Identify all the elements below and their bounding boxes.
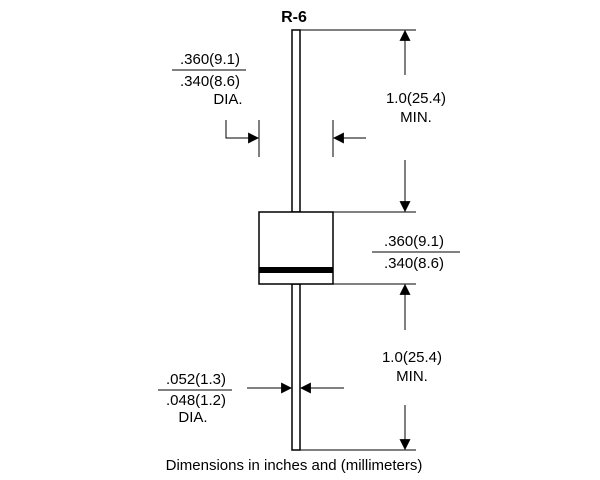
body-diameter-max: .360(9.1): [180, 51, 240, 68]
body-length-max: .360(9.1): [384, 233, 444, 250]
body-diameter-left-arrow: [225, 120, 260, 144]
lead-diameter-min: .048(1.2): [166, 392, 226, 409]
cathode-band: [259, 267, 333, 273]
body-length-min: .340(8.6): [384, 255, 444, 272]
body-diameter-note: DIA.: [213, 91, 242, 108]
dimensions-caption: Dimensions in inches and (millimeters): [166, 457, 423, 474]
top-lead: [291, 29, 301, 213]
top-lead-length-dimension: 1.0(25.4) MIN.: [386, 29, 446, 213]
bottom-lead-length-dimension: 1.0(25.4) MIN.: [382, 283, 442, 451]
bottom-lead-length-note: MIN.: [396, 368, 428, 385]
bottom-lead: [291, 283, 301, 451]
diode-component: [258, 29, 334, 451]
lead-diameter-dimension: .052(1.3) .048(1.2) DIA.: [158, 371, 344, 426]
package-title: R-6: [281, 9, 307, 26]
body-diameter-min: .340(8.6): [180, 73, 240, 90]
body-length-dimension: .360(9.1) .340(8.6): [372, 233, 460, 272]
bottom-lead-length-value: 1.0(25.4): [382, 349, 442, 366]
lead-diameter-max: .052(1.3): [166, 371, 226, 388]
top-lead-length-value: 1.0(25.4): [386, 90, 446, 107]
lead-diameter-note: DIA.: [178, 409, 207, 426]
diode-body: [258, 211, 334, 285]
top-lead-length-note: MIN.: [400, 109, 432, 126]
body-diameter-dimension: .360(9.1) .340(8.6) DIA.: [172, 51, 366, 144]
